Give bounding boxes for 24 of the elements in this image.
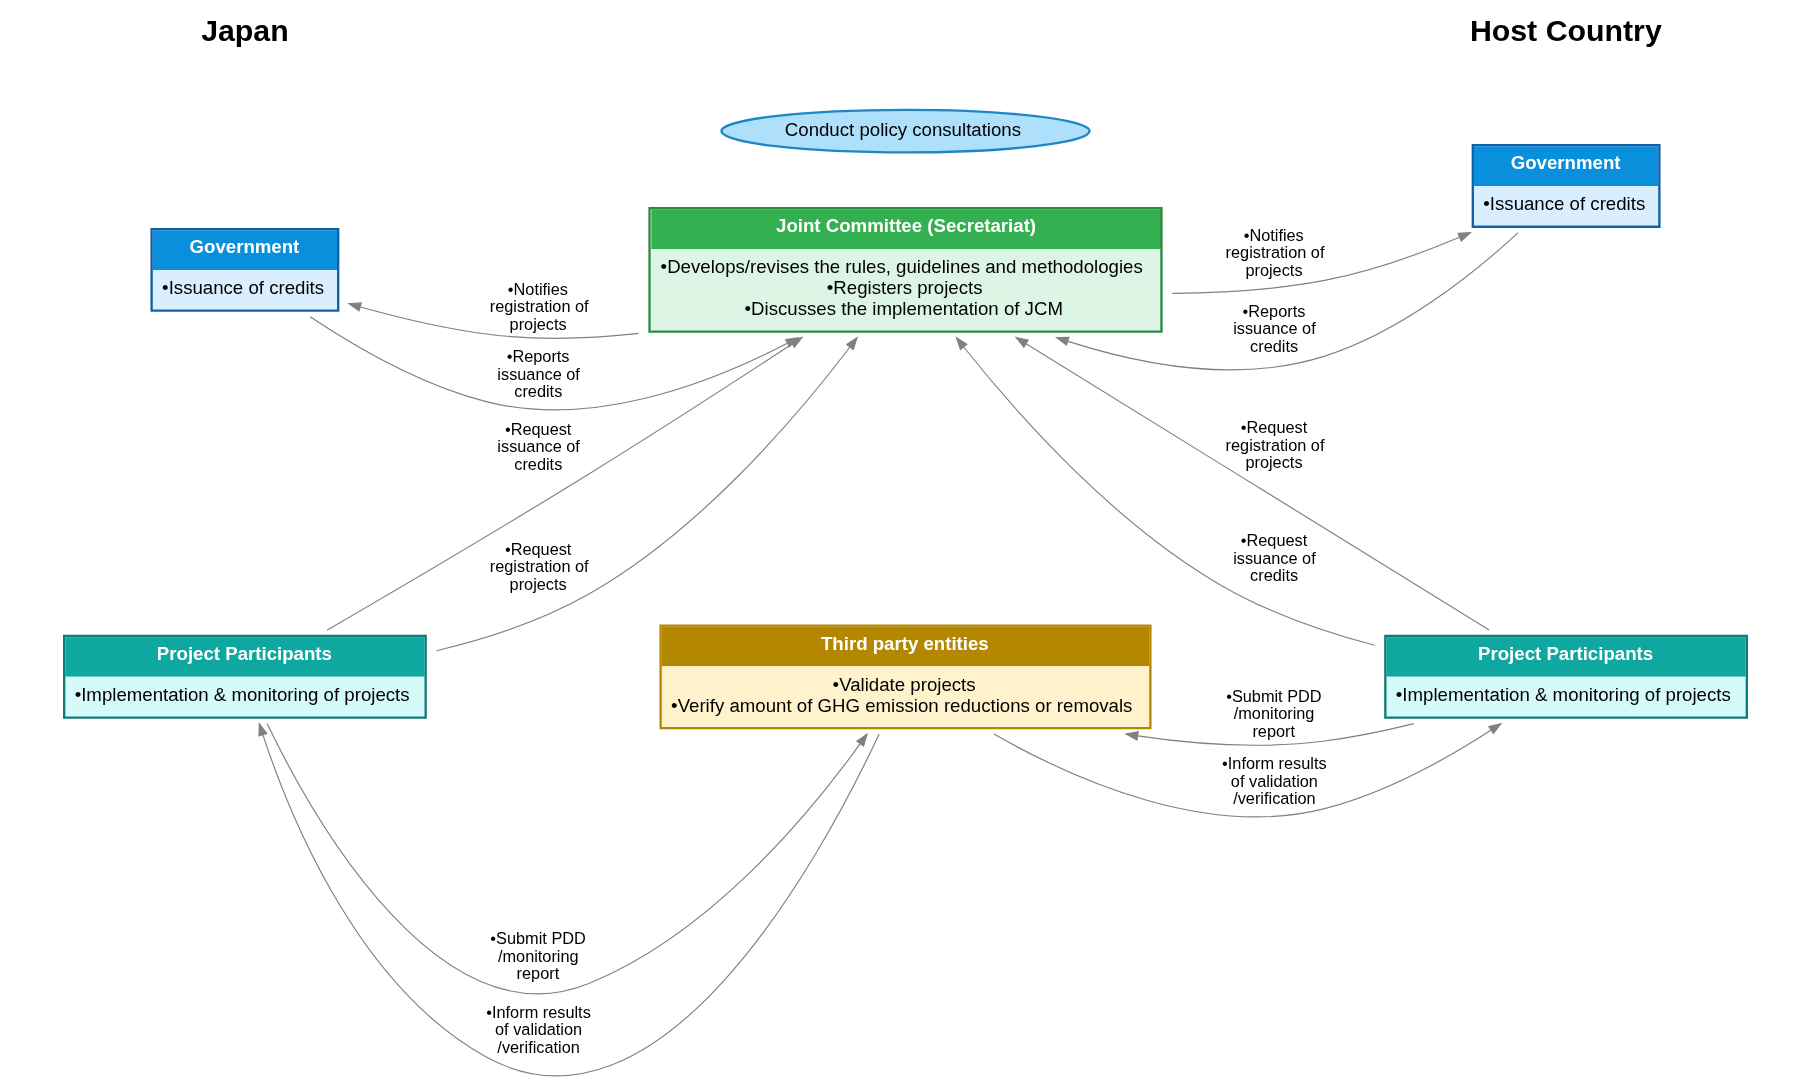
arrow: [257, 722, 880, 1076]
edge-label: •Request registration of projects: [1225, 418, 1324, 472]
edge-label: •Reports issuance of credits: [496, 347, 580, 401]
label: Host Country: [1469, 13, 1662, 47]
edge-label: •Submit PDD /monitoring report: [489, 929, 586, 983]
edge-label: •Request registration of projects: [489, 539, 589, 593]
arrow: [1123, 723, 1415, 746]
edge-label: •Inform results of validation /verification: [1221, 754, 1327, 808]
arrow: [1171, 231, 1472, 295]
arrow: [954, 336, 1375, 646]
arrow: [1054, 232, 1519, 371]
edge-label: •Submit PDD /monitoring report: [1225, 686, 1322, 740]
edge-label: •Request issuance of credits: [496, 419, 580, 473]
edge-label: •Notifies registration of projects: [1225, 225, 1324, 279]
edge-label: •Reports issuance of credits: [1232, 301, 1316, 355]
arrow: [266, 723, 868, 994]
edge-label: •Inform results of validation /verification: [485, 1002, 591, 1056]
arrow: [992, 722, 1502, 818]
node-ellipse: Conduct policy consultations: [719, 108, 1091, 154]
arrow: [346, 302, 639, 339]
edge-label: •Notifies registration of projects: [489, 279, 589, 333]
label: Japan: [200, 13, 289, 47]
edge-label: •Request issuance of credits: [1232, 531, 1316, 585]
arrow: [1014, 336, 1490, 631]
